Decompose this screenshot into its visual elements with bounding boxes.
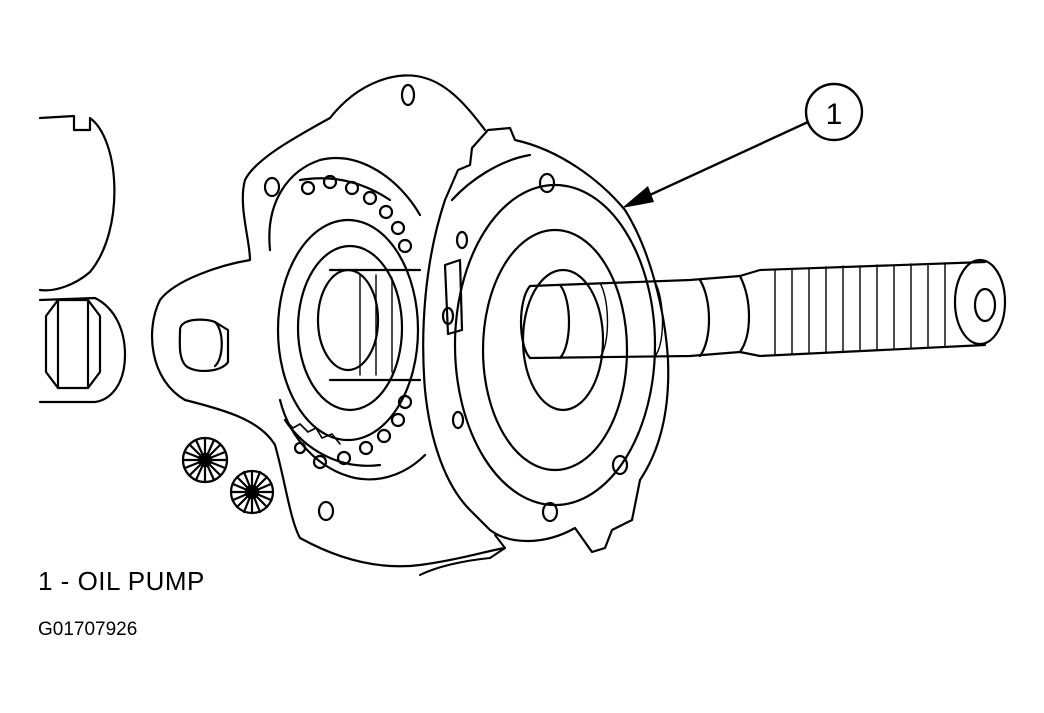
case-bolt-hole — [400, 83, 416, 107]
input-shaft — [519, 258, 1007, 360]
pump-bolt-hole — [455, 230, 469, 250]
pump-flange-face — [453, 183, 657, 507]
pump-bolt-hole — [451, 410, 465, 430]
figure-id: G01707926 — [38, 619, 138, 640]
pump-bolt-hole — [541, 501, 559, 523]
case-bore — [276, 218, 420, 442]
legend-item-oil-pump: 1 - OIL PUMP — [38, 566, 205, 596]
case-bolt-hole — [317, 500, 335, 522]
pump-ring-holes — [293, 174, 413, 470]
leader-arrowhead — [622, 186, 654, 208]
gear-icon — [229, 469, 275, 515]
case-housing-outline — [150, 74, 507, 568]
callout-number: 1 — [826, 98, 843, 131]
gear-icon — [181, 436, 229, 484]
shaft-end-bore — [973, 287, 997, 323]
pump-bolt-hole — [611, 454, 629, 476]
leader-line — [625, 120, 809, 208]
dowel-pin — [178, 318, 230, 372]
callout-circle — [804, 82, 864, 142]
housing-bore-outline — [38, 114, 116, 292]
pump-bolt-hole — [538, 172, 556, 194]
housing-lug — [38, 296, 127, 404]
callout-1: 1 — [622, 82, 864, 208]
bolt-head-icon — [44, 298, 102, 390]
oil-pump-body — [422, 126, 670, 554]
case-bolt-hole — [263, 176, 281, 198]
